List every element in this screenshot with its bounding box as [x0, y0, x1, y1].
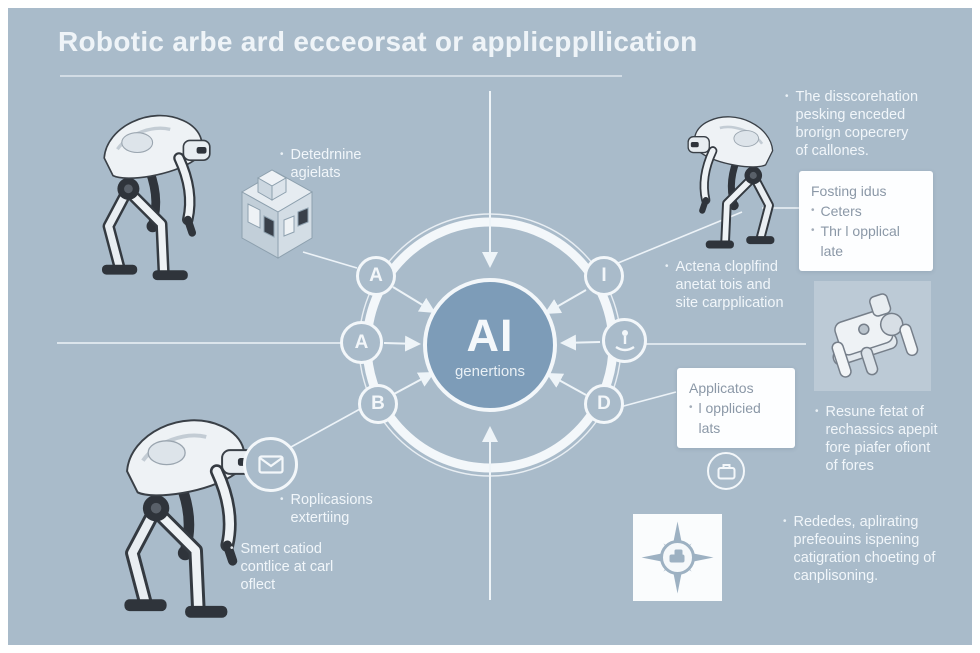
card-item: l opplicied lats: [698, 400, 761, 436]
node-label: A: [354, 331, 369, 353]
ai-sublabel: genertions: [454, 363, 526, 380]
envelope-icon: [257, 455, 284, 474]
annotation-line: anetat tois and: [675, 277, 771, 293]
annotation-line: canplisoning.: [793, 568, 879, 584]
node-label: I: [601, 265, 607, 286]
annotation-determine: • Detedrnine agielats: [280, 146, 361, 182]
warehouse-illustration: [240, 169, 314, 259]
bullet-icon: •: [689, 402, 693, 413]
bullet-icon: •: [811, 225, 815, 236]
bullet-icon: •: [811, 205, 815, 216]
node-i-top-right: I: [584, 256, 624, 296]
briefcase-icon: [717, 463, 735, 479]
node-a-top-left: A: [356, 256, 396, 296]
node-label: A: [369, 265, 383, 286]
node-d-bottom-right: D: [584, 384, 624, 424]
envelope-badge: [243, 437, 298, 492]
annotation-line: catigration choeting of: [793, 550, 936, 566]
bullet-icon: •: [280, 494, 284, 505]
compass-rose-icon: [641, 521, 714, 594]
annotation-line: Resune fetat of: [825, 404, 924, 420]
annotation-line: Rededes, aplirating: [793, 514, 919, 530]
annotation-line: of callones.: [795, 143, 869, 159]
annotation-line: site carpplication: [675, 295, 784, 311]
annotation-line: agielats: [290, 165, 341, 181]
annotation-line: of fores: [825, 458, 874, 474]
annotation-line: Detedrnine: [290, 147, 362, 163]
node-label: B: [371, 393, 385, 414]
bullet-icon: •: [280, 149, 284, 160]
person-marker-icon: [614, 329, 635, 351]
node-person-marker: [602, 318, 647, 363]
annotation-discore: • The disscorehation pesking enceded bro…: [785, 88, 918, 160]
node-label: D: [597, 393, 611, 414]
card-item: Thr l opplical late: [820, 223, 900, 259]
annotation-line: rechassics apepit: [825, 422, 938, 438]
annotation-rededes: • Rededes, aplirating prefeouins ispenin…: [783, 513, 935, 585]
annotation-roplicasions: • Roplicasions extertiing: [280, 491, 373, 527]
annotation-line: Roplicasions: [290, 492, 373, 508]
annotation-line: The disscorehation: [795, 89, 919, 105]
compass-card: [633, 514, 722, 601]
annotation-smert: • Smert catiod contlice at carl oflect: [230, 540, 333, 594]
ai-hub-circle: AI genertions: [423, 278, 557, 412]
gripper-card: [814, 281, 931, 391]
annotation-line: Actena cloplfind: [675, 259, 778, 275]
bullet-icon: •: [815, 406, 819, 417]
annotation-line: prefeouins ispening: [793, 532, 920, 548]
node-a-mid-left: A: [340, 321, 383, 364]
applicatos-card: Applicatos • l opplicied lats: [677, 368, 795, 448]
annotation-line: extertiing: [290, 510, 350, 526]
annotation-line: Smert catiod: [240, 541, 322, 557]
bullet-icon: •: [665, 261, 669, 272]
fosting-card: Fosting idus • Ceters • Thr l opplical l…: [799, 171, 933, 271]
briefcase-badge: [707, 452, 745, 490]
annotation-resune: • Resune fetat of rechassics apepit fore…: [815, 403, 938, 475]
annotation-line: contlice at carl: [240, 559, 334, 575]
annotation-line: fore piafer ofiont: [825, 440, 931, 456]
card-title: Fosting idus: [811, 183, 887, 199]
node-b-bottom-left: B: [358, 384, 398, 424]
gripper-illustration: [831, 293, 919, 378]
page-title: Robotic arbe ard ecceorsat or applicppll…: [58, 26, 698, 57]
bullet-icon: •: [785, 91, 789, 102]
bullet-icon: •: [783, 516, 787, 527]
annotation-line: oflect: [240, 577, 276, 593]
inbound-arrows: [383, 91, 601, 600]
annotation-line: brorign copecrery: [795, 125, 909, 141]
annotation-actena: • Actena cloplfind anetat tois and site …: [665, 258, 784, 312]
bullet-icon: •: [230, 543, 234, 554]
card-title: Applicatos: [689, 380, 754, 396]
annotation-line: pesking enceded: [795, 107, 906, 123]
ai-label: AI: [466, 310, 514, 361]
card-item: Ceters: [820, 203, 862, 219]
